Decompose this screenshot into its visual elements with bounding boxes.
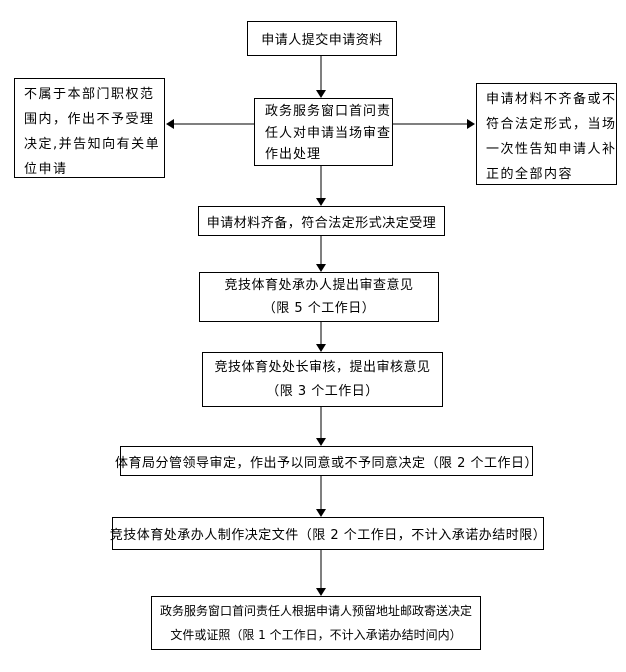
arrow-down-icon [316, 264, 326, 272]
arrow-line [320, 476, 322, 509]
flow-node-make-decision-document: 竞技体育处承办人制作决定文件（限 2 个工作日，不计入承诺办结时限） [110, 517, 546, 550]
arrow-line [393, 123, 467, 125]
arrow-line [320, 56, 322, 90]
flow-node-accept-decision: 申请材料齐备，符合法定形式决定受理 [198, 206, 445, 236]
arrow-right-icon [467, 119, 475, 129]
arrow-down-icon [316, 198, 326, 206]
arrow-line [320, 236, 322, 264]
arrow-line [320, 322, 322, 344]
arrow-line [320, 550, 322, 588]
flow-node-incomplete-materials: 申请材料不齐备或不 符合法定形式，当场 一次性告知申请人补 正的全部内容 [476, 83, 617, 185]
flow-node-mail-delivery: 政务服务窗口首问责任人根据申请人预留地址邮政寄送决定 文件或证照（限 1 个工作… [151, 596, 481, 650]
flow-node-leader-decision: 体育局分管领导审定，作出予以同意或不予同意决定（限 2 个工作日） [115, 446, 538, 476]
arrow-down-icon [316, 438, 326, 446]
flow-node-director-review: 竞技体育处处长审核，提出审核意见 （限 3 个工作日） [202, 352, 443, 407]
flow-node-not-in-authority: 不属于本部门职权范 围内，作出不予受理 决定,并告知向有关单 位申请 [14, 78, 165, 178]
arrow-down-icon [316, 90, 326, 98]
arrow-down-icon [316, 344, 326, 352]
arrow-line [320, 407, 322, 438]
arrow-down-icon [316, 509, 326, 517]
arrow-down-icon [316, 588, 326, 596]
arrow-line [174, 123, 254, 125]
arrow-left-icon [166, 119, 174, 129]
flow-node-window-onsite-review: 政务服务窗口首问责 任人对申请当场审查 作出处理 [254, 98, 393, 166]
flow-node-handler-review-opinion: 竞技体育处承办人提出审查意见 （限 5 个工作日） [199, 272, 439, 322]
arrow-line [320, 166, 322, 198]
flow-node-submit-application: 申请人提交申请资料 [247, 21, 397, 56]
